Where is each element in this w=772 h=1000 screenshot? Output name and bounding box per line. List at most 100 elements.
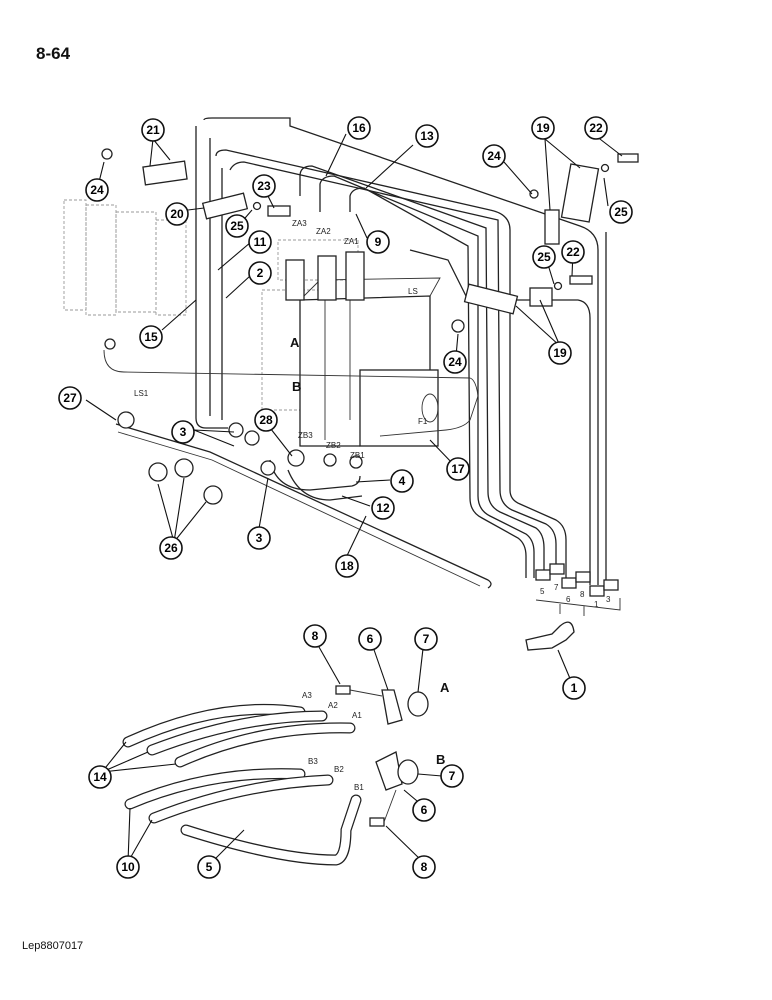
hose-b1: B1 bbox=[354, 783, 364, 792]
document-reference: Lep8807017 bbox=[22, 940, 84, 952]
svg-text:21: 21 bbox=[146, 123, 160, 137]
svg-text:23: 23 bbox=[257, 179, 271, 193]
callout-25c: 25 bbox=[532, 245, 556, 269]
end-3: 3 bbox=[606, 595, 611, 604]
svg-text:25: 25 bbox=[537, 250, 551, 264]
svg-text:8: 8 bbox=[312, 629, 319, 643]
end-7: 7 bbox=[554, 583, 559, 592]
hose-a2: A2 bbox=[328, 701, 338, 710]
callout-19b: 19 bbox=[548, 341, 572, 365]
callout-24c: 24 bbox=[443, 350, 467, 374]
svg-text:22: 22 bbox=[566, 245, 580, 259]
port-za3: ZA3 bbox=[292, 219, 307, 228]
svg-text:25: 25 bbox=[230, 219, 244, 233]
callout-15: 15 bbox=[139, 325, 163, 349]
port-zb3: ZB3 bbox=[298, 431, 313, 440]
pipe-end-fittings bbox=[525, 563, 621, 651]
page-number: 8-64 bbox=[36, 44, 71, 63]
callout-28: 28 bbox=[254, 408, 278, 432]
svg-text:11: 11 bbox=[254, 235, 267, 249]
block-port-b: B bbox=[292, 379, 301, 394]
callout-16: 16 bbox=[347, 116, 371, 140]
callout-8b: 8 bbox=[412, 855, 436, 879]
flexible-hoses bbox=[122, 703, 362, 866]
svg-text:19: 19 bbox=[553, 346, 567, 360]
callout-18: 18 bbox=[335, 554, 359, 578]
svg-text:26: 26 bbox=[164, 541, 178, 555]
svg-text:3: 3 bbox=[180, 425, 187, 439]
svg-text:18: 18 bbox=[340, 559, 354, 573]
callout-22b: 22 bbox=[561, 240, 585, 264]
svg-text:22: 22 bbox=[589, 121, 603, 135]
callout-23: 23 bbox=[252, 174, 276, 198]
svg-text:19: 19 bbox=[536, 121, 550, 135]
callout-26: 26 bbox=[159, 536, 183, 560]
svg-text:1: 1 bbox=[571, 681, 578, 695]
svg-text:28: 28 bbox=[259, 413, 273, 427]
callout-24b: 24 bbox=[482, 144, 506, 168]
callout-10: 10 bbox=[116, 855, 140, 879]
end-1: 1 bbox=[594, 600, 599, 609]
callout-2: 2 bbox=[248, 261, 272, 285]
hose-a3: A3 bbox=[302, 691, 312, 700]
svg-text:24: 24 bbox=[448, 355, 462, 369]
clamps-and-fasteners bbox=[101, 148, 639, 505]
svg-text:27: 27 bbox=[63, 391, 77, 405]
svg-text:4: 4 bbox=[399, 474, 406, 488]
callout-6b: 6 bbox=[412, 798, 436, 822]
svg-text:7: 7 bbox=[423, 632, 430, 646]
end-6: 6 bbox=[566, 595, 571, 604]
callout-7b: 7 bbox=[440, 764, 464, 788]
callout-24: 24 bbox=[85, 178, 109, 202]
svg-text:24: 24 bbox=[90, 183, 104, 197]
callout-19a: 19 bbox=[531, 116, 555, 140]
port-za1: ZA1 bbox=[344, 237, 359, 246]
svg-text:5: 5 bbox=[206, 860, 213, 874]
callout-3: 3 bbox=[171, 420, 195, 444]
hose-b2: B2 bbox=[334, 765, 344, 774]
callout-25b: 25 bbox=[609, 200, 633, 224]
svg-text:13: 13 bbox=[420, 129, 434, 143]
hose-a1: A1 bbox=[352, 711, 362, 720]
svg-text:15: 15 bbox=[144, 330, 158, 344]
block-port-a: A bbox=[290, 335, 300, 350]
callout-17: 17 bbox=[446, 457, 470, 481]
end-8: 8 bbox=[580, 590, 585, 599]
svg-text:14: 14 bbox=[93, 770, 107, 784]
hose-b3: B3 bbox=[308, 757, 318, 766]
svg-text:20: 20 bbox=[170, 207, 184, 221]
callout-14: 14 bbox=[88, 765, 112, 789]
svg-text:8: 8 bbox=[421, 860, 428, 874]
port-ls: LS bbox=[408, 287, 418, 296]
callout-27: 27 bbox=[58, 386, 82, 410]
callout-20: 20 bbox=[165, 202, 189, 226]
callout-8a: 8 bbox=[303, 624, 327, 648]
svg-text:9: 9 bbox=[375, 235, 382, 249]
callout-7a: 7 bbox=[414, 627, 438, 651]
callout-6a: 6 bbox=[358, 627, 382, 651]
svg-text:10: 10 bbox=[121, 860, 135, 874]
svg-text:6: 6 bbox=[367, 632, 374, 646]
callout-13: 13 bbox=[415, 124, 439, 148]
steel-pipe-bundle bbox=[103, 117, 607, 589]
svg-text:2: 2 bbox=[257, 266, 264, 280]
port-f1: F1 bbox=[418, 417, 428, 426]
callout-1: 1 bbox=[562, 676, 586, 700]
port-labels: ZA3 ZA2 ZA1 LS LS1 ZB3 ZB2 ZB1 F1 A B 5 … bbox=[134, 219, 611, 792]
callout-9: 9 bbox=[366, 230, 390, 254]
callouts: 21 24 20 25 23 16 13 11 9 2 15 27 3 28 1… bbox=[58, 116, 633, 879]
port-za2: ZA2 bbox=[316, 227, 331, 236]
leader-lines bbox=[85, 133, 623, 863]
callout-22a: 22 bbox=[584, 116, 608, 140]
callout-3b: 3 bbox=[247, 526, 271, 550]
callout-12: 12 bbox=[371, 496, 395, 520]
svg-text:17: 17 bbox=[451, 462, 465, 476]
svg-text:3: 3 bbox=[256, 531, 263, 545]
callout-25: 25 bbox=[225, 214, 249, 238]
callout-21: 21 bbox=[141, 118, 165, 142]
callout-4: 4 bbox=[390, 469, 414, 493]
svg-text:7: 7 bbox=[449, 769, 456, 783]
svg-text:25: 25 bbox=[614, 205, 628, 219]
callout-5: 5 bbox=[197, 855, 221, 879]
